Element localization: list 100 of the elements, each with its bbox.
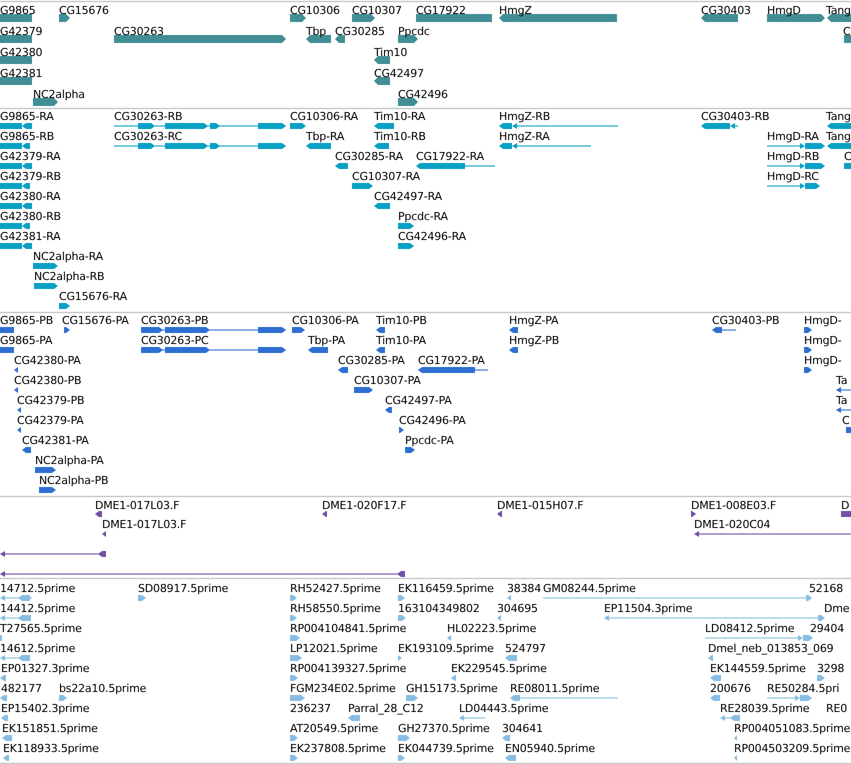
feature-label: AT20549.5prime [290,722,378,734]
feature-label: G9865-PB [0,314,54,326]
feature-label: 482177 [1,682,42,694]
feature-label: EK116459.5prime [398,582,494,594]
feature-label: RP004051083.5prime [734,722,850,734]
feature-label: CG30263-PC [141,334,208,346]
feature-label: NC2alpha [33,88,85,100]
feature-label: CG30263-PB [141,314,208,326]
feature-label: EP01327.3prime [1,662,90,674]
feature-label: Tbp [306,24,326,38]
feature-label: G9865-RA [0,110,54,122]
feature-label: 14412.5prime [0,602,76,614]
feature-label: HmgD [767,4,801,16]
feature-label: RP004104841.5prime [290,622,406,634]
feature-label: RE0 [826,702,847,714]
feature-label: CG42379-PA [17,414,84,426]
feature-label: Tim10-PB [376,314,427,326]
feature-label: 38384 [507,582,541,594]
feature-label: 3298 [817,662,844,674]
feature-label: Ta [836,374,848,386]
feature-label: CG10307-PA [354,374,421,386]
feature-label: C [844,150,851,162]
feature-label: EK044739.5prime [398,742,494,754]
feature-label: EK229545.5prime [451,662,547,674]
feature-label: LD08412.5prime [705,622,794,634]
feature-label: CG30263-RC [114,130,182,142]
feature-label: Tang [826,110,851,122]
feature-label: G42381 [0,66,42,80]
feature-label: RH52427.5prime [290,582,381,594]
feature-label: EP15402.3prime [1,702,90,714]
feature-label: CG17922-RA [416,150,484,162]
feature-label: HmgD-RC [767,170,819,182]
feature-label: DME1-017L03.F [102,518,186,530]
feature-label: Ppcdc-RA [398,210,448,222]
feature-label: G42380-RB [0,210,61,222]
feature-label: CG42379-PB [17,394,84,406]
feature-label: 236237 [290,702,331,714]
feature-label: RE28039.5prime [720,702,810,714]
feature-label: EN05940.5prime [505,742,595,754]
feature-label: G9865-RB [0,130,54,142]
feature-label: CG15676 [59,4,109,16]
feature-label: RE08011.5prime [510,682,600,694]
feature-label: CG30263-RB [114,110,182,122]
feature-label: CG42497 [374,66,424,80]
feature-label: G42379 [0,24,42,38]
feature-label: T27565.5prime [0,622,82,634]
feature-label: CG17922 [416,4,466,16]
feature-label: HmgD- [804,314,842,326]
feature-label: CG42496-PA [399,414,466,426]
feature-label: CG42496-RA [398,230,466,242]
feature-label: HmgZ [499,4,532,16]
feature-label: CG30403 [701,4,751,16]
feature-label: SD08917.5prime [138,582,228,594]
feature-label: GH15173.5prime [406,682,498,694]
feature-label: 524797 [505,642,546,654]
feature-label: HmgD-RA [767,130,819,142]
feature-label: DME1-020F17.F [322,498,406,512]
feature-label: CG42496 [398,88,448,100]
feature-label: Parral_28_C12 [348,702,424,714]
feature-label: EK193109.5prime [398,642,494,654]
feature-label: DME1-008E03.F [691,498,776,512]
feature-label: CG42380-PB [14,374,82,386]
feature-label: CG30403-PB [712,314,780,326]
feature-label: HmgZ-PA [509,314,558,326]
feature-label: CG10306-PA [292,314,359,326]
feature-label: Ppcdc [398,24,430,38]
feature-label: NC2alpha-PB [39,474,108,486]
feature-label: Tim10-PA [376,334,426,346]
feature-label: Dme [824,602,850,614]
feature-label: 304641 [502,722,543,734]
feature-label: HL02223.5prime [447,622,536,634]
feature-label: LP12021.5prime [290,642,378,654]
feature-label: RP004503209.5prime [734,742,850,754]
feature-label: DME1-015H07.F [497,498,584,512]
feature-label: EP11504.3prime [604,602,692,614]
feature-label: Tang [826,4,851,16]
feature-label: CG10306-RA [290,110,358,122]
feature-label: 163104349802 [398,602,480,614]
feature-label: CG42381-PA [22,434,89,446]
feature-label: G42381-RA [0,230,60,242]
feature-label: G9865 [0,4,36,16]
feature-label: Tim10 [374,46,408,58]
feature-label: 29404 [810,622,844,634]
feature-label: CG30285 [335,24,385,38]
feature-label: CG10307-RA [352,170,420,182]
feature-label: 14612.5prime [0,642,76,654]
feature-label: G42380 [0,46,42,58]
feature-label: Dmel_neb_013853_069 [708,642,834,654]
feature-label: CG30285-PA [338,354,405,366]
feature-label: G9865-PA [0,334,52,346]
feature-label: Tbp-PA [308,334,345,346]
feature-label: DME1-017L03.F [95,498,180,512]
feature-label: GM08244.5prime [543,582,636,594]
feature-label: Tim10-RA [374,110,426,122]
feature-label: 200676 [710,682,751,694]
feature-label: FGM234E02.5prime [290,682,396,694]
feature-label: HmgZ-RB [499,110,550,122]
feature-label: RE50284.5pri [767,682,840,694]
feature-label: HmgZ-RA [499,130,550,142]
feature-label: D [841,498,850,512]
